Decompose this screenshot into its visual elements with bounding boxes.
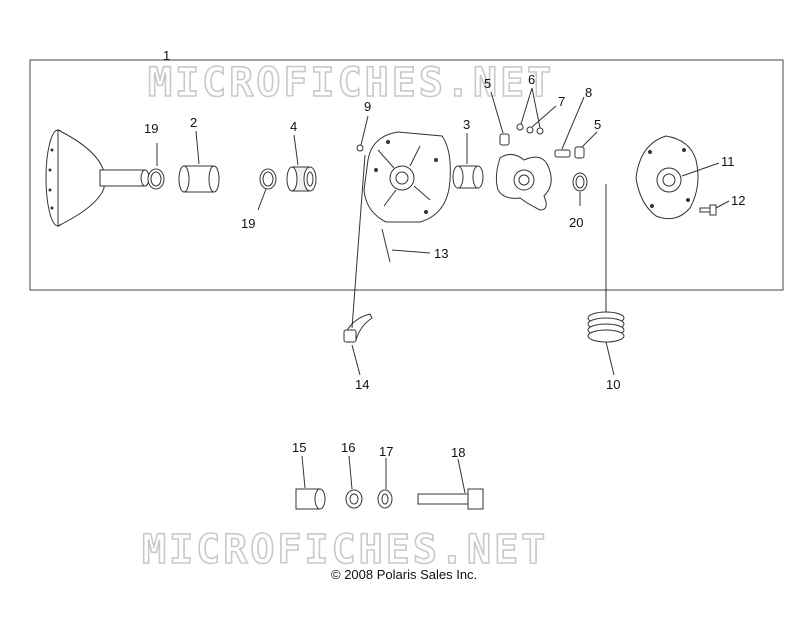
copyright-notice: © 2008 Polaris Sales Inc. [331, 567, 477, 582]
callout-6: 6 [528, 72, 535, 87]
part-bushing-19b[interactable] [259, 168, 277, 190]
part-housing[interactable] [363, 131, 451, 223]
part-pin-9[interactable] [356, 144, 364, 152]
callout-7: 7 [558, 94, 565, 109]
callout-1: 1 [163, 48, 170, 63]
callout-12: 12 [731, 193, 745, 208]
part-bushing-19a[interactable] [147, 168, 165, 190]
part-pin-13[interactable] [381, 228, 391, 263]
part-washer-16[interactable] [345, 489, 363, 509]
callout-17: 17 [379, 444, 393, 459]
part-washer-17[interactable] [377, 489, 393, 509]
part-bolt-18[interactable] [417, 488, 484, 510]
callout-11: 11 [721, 154, 735, 169]
part-sleeve-2[interactable] [178, 165, 220, 193]
part-roller-5b[interactable] [574, 146, 585, 159]
callout-8: 8 [585, 85, 592, 100]
callout-16: 16 [341, 440, 355, 455]
callout-9: 9 [364, 99, 371, 114]
part-roller-5a[interactable] [499, 133, 510, 146]
watermark-bottom: MICROFICHES.NET [142, 527, 548, 573]
callout-14: 14 [355, 377, 369, 392]
assembly-box [29, 59, 784, 291]
part-pin-8[interactable] [554, 149, 571, 158]
part-weight-14[interactable] [343, 313, 373, 343]
callout-4: 4 [290, 119, 297, 134]
part-moveable-sheave[interactable] [45, 129, 150, 227]
callout-19b: 19 [241, 216, 255, 231]
leader-lines [156, 87, 730, 494]
callout-15: 15 [292, 440, 306, 455]
callout-3: 3 [463, 117, 470, 132]
callout-18: 18 [451, 445, 465, 460]
callout-19a: 19 [144, 121, 158, 136]
callout-5a: 5 [484, 76, 491, 91]
callout-5b: 5 [594, 117, 601, 132]
part-ring-20[interactable] [572, 172, 588, 192]
callout-10: 10 [606, 377, 620, 392]
part-spring-10[interactable] [587, 311, 625, 343]
callout-13: 13 [434, 246, 448, 261]
part-bearing-4[interactable] [286, 166, 317, 192]
part-sleeve-3[interactable] [452, 165, 484, 189]
callout-2: 2 [190, 115, 197, 130]
callout-20: 20 [569, 215, 583, 230]
part-cover-11[interactable] [635, 135, 699, 220]
watermark-top: MICROFICHES.NET [148, 60, 554, 106]
part-spacer-15[interactable] [295, 488, 326, 510]
part-washers-6[interactable] [516, 123, 544, 135]
part-bolt-12[interactable] [699, 204, 717, 216]
callout-labels: 1 2 3 4 5 5 6 7 8 9 10 11 12 13 14 15 16… [144, 48, 745, 460]
part-spider[interactable] [495, 154, 552, 211]
